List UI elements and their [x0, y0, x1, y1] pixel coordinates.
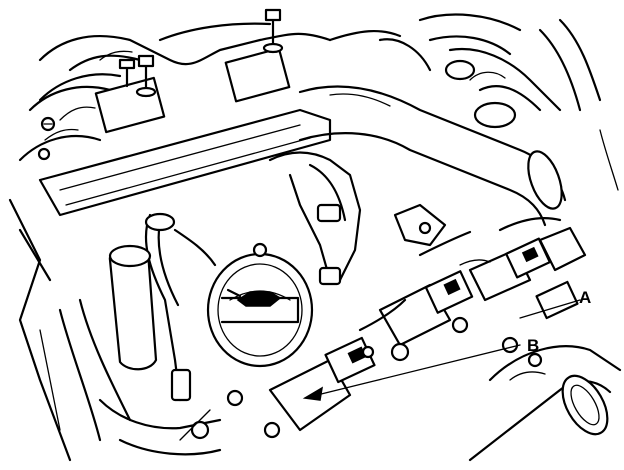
lower-right-cylinder: [468, 336, 622, 462]
bolts: [37, 8, 284, 161]
fuel-rail: [38, 47, 332, 217]
leader-line-b: [304, 344, 521, 399]
intake-pipe: [298, 47, 567, 227]
bolt-icon: [262, 8, 284, 54]
callout-label-a: A: [579, 288, 592, 307]
leader-line-a: [519, 299, 581, 319]
bolt-icon: [118, 58, 136, 88]
wiring-harness: [144, 151, 362, 402]
bolt-icon: [135, 54, 157, 98]
intake-manifold: [18, 22, 432, 162]
ignition-coil-2: [378, 270, 474, 347]
ignition-coil-3: [468, 237, 551, 302]
oil-can-icon: [226, 288, 282, 307]
bolt-icon: [37, 147, 51, 161]
hoses-upper-right: [418, 13, 619, 191]
ignition-coils: [268, 203, 587, 432]
lower-bolts: [252, 242, 469, 439]
ignition-coil-4: [535, 226, 587, 320]
connector: [170, 368, 192, 402]
bracket: [393, 203, 447, 247]
left-tube: [39, 244, 192, 442]
callout-label-b: B: [527, 336, 540, 355]
oil-filler-cap: [206, 252, 314, 368]
callout-leaders: [302, 299, 581, 401]
bolt-icon: [40, 116, 56, 132]
arrowhead-icon: [302, 386, 324, 401]
lower-left-structure: [8, 198, 244, 462]
